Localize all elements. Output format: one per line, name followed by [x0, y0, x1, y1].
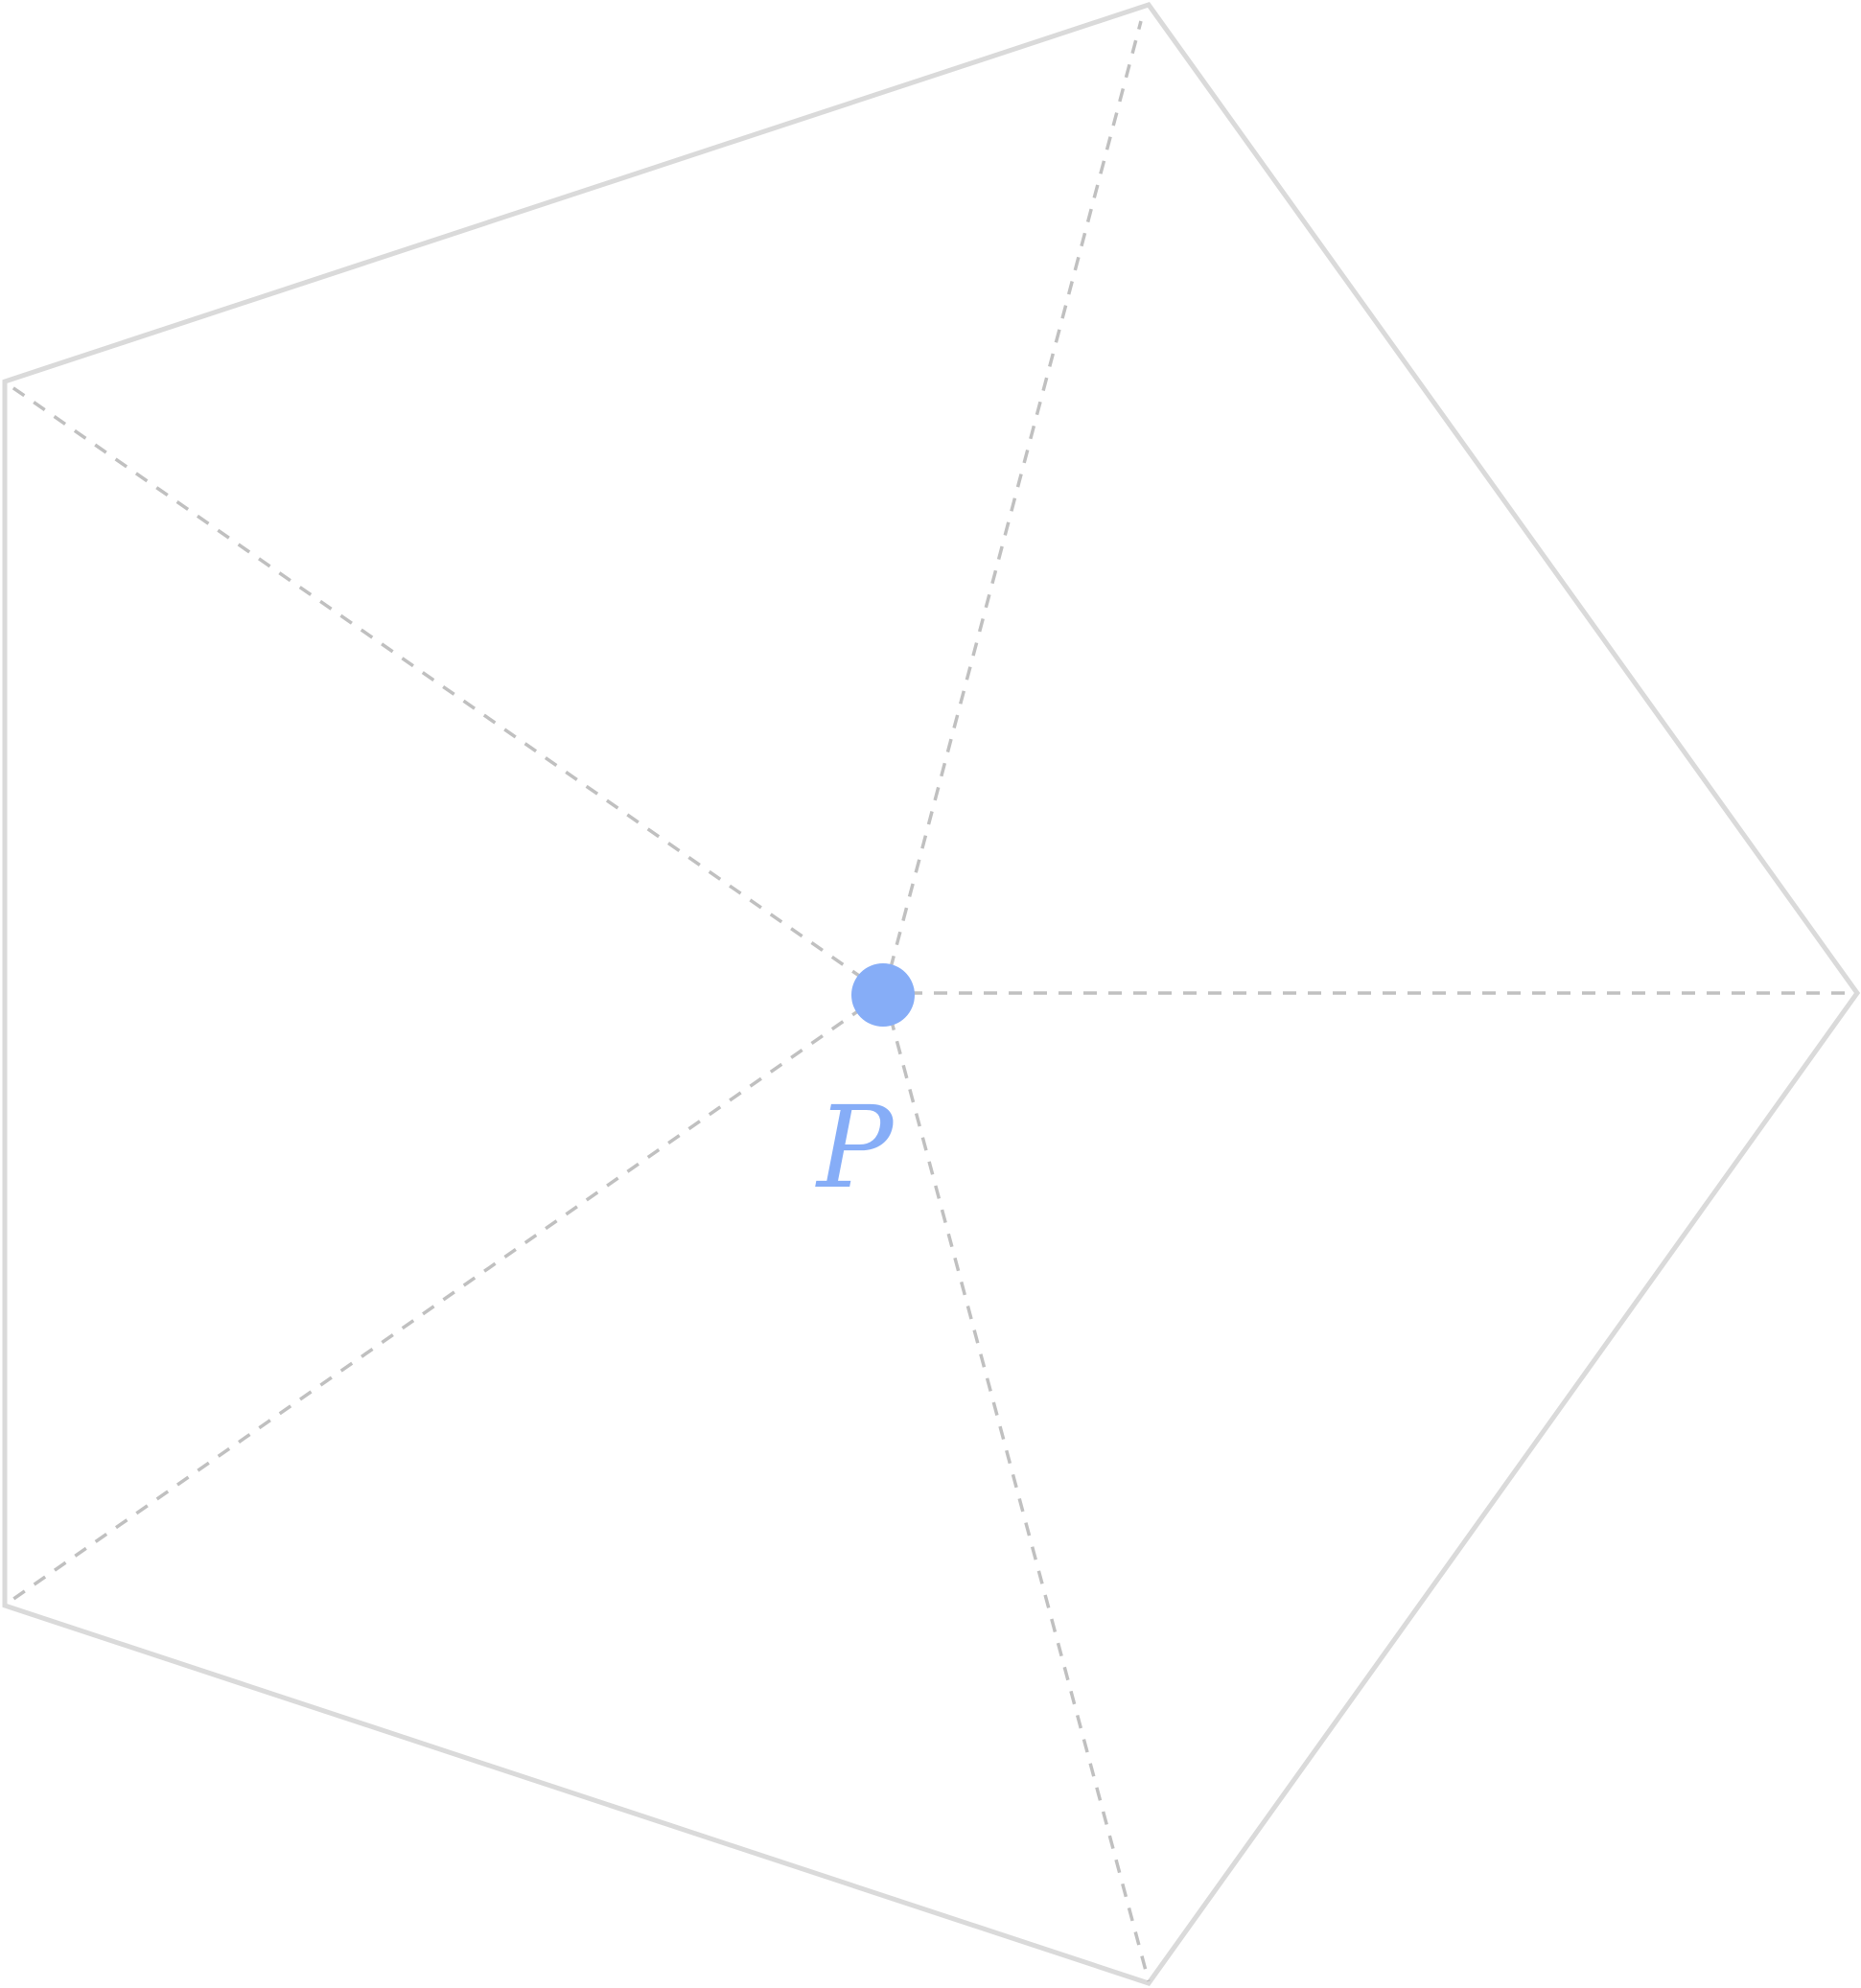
- point-p: [851, 963, 915, 1027]
- spoke-to-top-left-vertex: [6, 381, 885, 995]
- spoke-to-bottom-left-vertex: [6, 991, 885, 1606]
- point-p-label: P: [815, 1081, 896, 1214]
- spoke-to-bottom-vertex: [882, 992, 1151, 1982]
- spoke-to-top-vertex: [882, 20, 1143, 994]
